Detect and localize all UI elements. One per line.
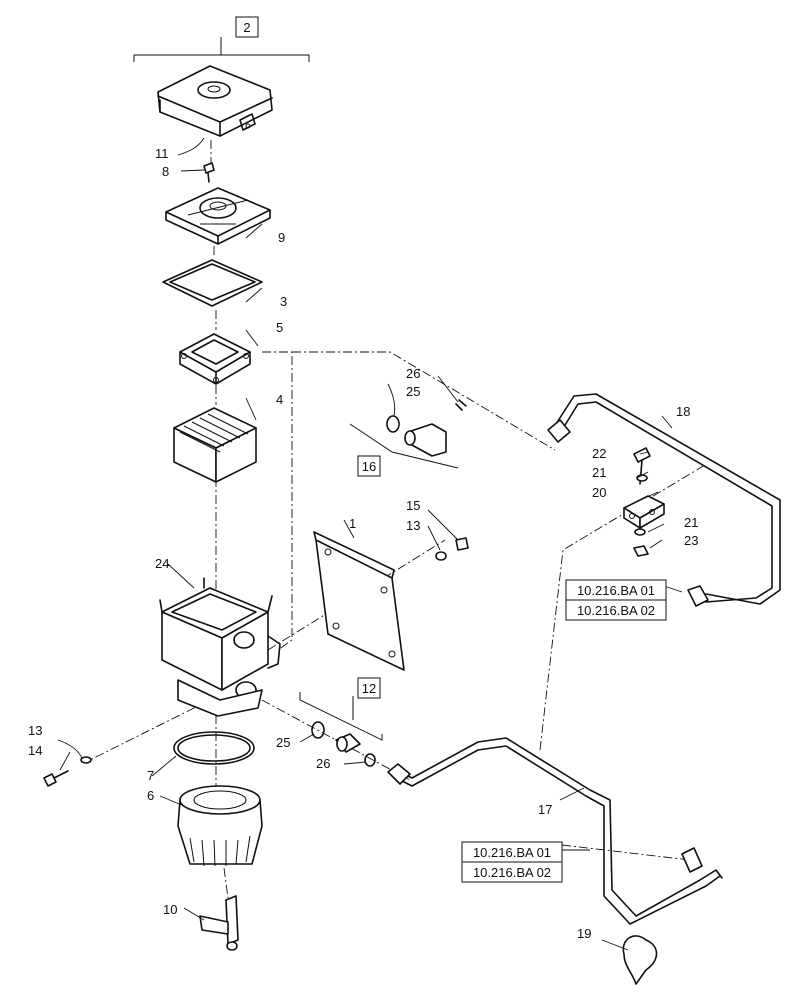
filter-frame[interactable]	[179, 333, 251, 385]
filter-head-plate[interactable]	[165, 187, 271, 245]
callout-18[interactable]: 18	[676, 404, 690, 419]
callout-24[interactable]: 24	[155, 556, 169, 571]
callout-20[interactable]: 20	[592, 485, 606, 500]
assembly-bracket-2	[133, 37, 310, 62]
reference-upper-line-1[interactable]: 10.216.BA 01	[577, 583, 655, 598]
mounting-bracket[interactable]	[313, 531, 405, 671]
callout-1[interactable]: 1	[349, 516, 356, 531]
callout-21-lower[interactable]: 21	[684, 515, 698, 530]
retaining-clip-lower[interactable]	[364, 753, 376, 767]
bolt-right[interactable]	[455, 537, 469, 551]
group-12-box[interactable]: 12	[357, 677, 381, 699]
clamp-nut[interactable]	[633, 545, 649, 557]
callout-8[interactable]: 8	[162, 164, 169, 179]
group-2-box[interactable]: 2	[235, 16, 259, 38]
protective-cap[interactable]	[622, 935, 658, 985]
callout-25-upper[interactable]: 25	[406, 384, 420, 399]
fuel-line-lower[interactable]	[387, 737, 723, 925]
reference-box-lower[interactable]: 10.216.BA 01 10.216.BA 02	[461, 841, 563, 883]
centre-axis	[89, 140, 706, 899]
callout-4[interactable]: 4	[276, 392, 283, 407]
callout-17[interactable]: 17	[538, 802, 552, 817]
group-16-label: 16	[362, 459, 376, 474]
filter-housing[interactable]	[159, 577, 281, 717]
washer-left[interactable]	[80, 756, 92, 764]
group-12-label: 12	[362, 681, 376, 696]
reference-lower-line-1[interactable]: 10.216.BA 01	[473, 845, 551, 860]
group-2-label: 2	[243, 20, 250, 35]
callout-15[interactable]: 15	[406, 498, 420, 513]
callout-21-upper[interactable]: 21	[592, 465, 606, 480]
filter-cover[interactable]	[157, 65, 273, 137]
callout-26-upper[interactable]: 26	[406, 366, 420, 381]
callout-9[interactable]: 9	[278, 230, 285, 245]
callout-11[interactable]: 11	[155, 146, 169, 161]
washer-right[interactable]	[435, 551, 447, 561]
o-ring-upper[interactable]	[386, 415, 400, 433]
drain-valve[interactable]	[199, 895, 239, 951]
callout-25-lower[interactable]: 25	[276, 735, 290, 750]
reference-upper-line-2[interactable]: 10.216.BA 02	[577, 603, 655, 618]
group-12-outline	[299, 692, 383, 741]
pipe-clamp[interactable]	[623, 495, 665, 529]
clamp-washer-lower[interactable]	[634, 528, 646, 536]
clamp-washer-upper[interactable]	[636, 474, 648, 482]
group-16-outline	[349, 423, 459, 469]
reference-box-upper[interactable]: 10.216.BA 01 10.216.BA 02	[565, 579, 667, 621]
callout-7[interactable]: 7	[147, 768, 154, 783]
filter-gasket[interactable]	[162, 259, 263, 307]
callout-labels: 1 3 4 5 6 7 8 9 10 11 13 13 14 15 17 18 …	[28, 146, 698, 941]
filter-element[interactable]	[173, 407, 257, 483]
o-ring[interactable]	[173, 731, 255, 765]
callout-5[interactable]: 5	[276, 320, 283, 335]
elbow-fitting[interactable]	[404, 423, 447, 457]
callout-19[interactable]: 19	[577, 926, 591, 941]
callout-13-right[interactable]: 13	[406, 518, 420, 533]
reference-lower-line-2[interactable]: 10.216.BA 02	[473, 865, 551, 880]
leader-lines	[57, 137, 683, 951]
retaining-clip-upper[interactable]	[455, 399, 467, 411]
callout-3[interactable]: 3	[280, 294, 287, 309]
callout-26-lower[interactable]: 26	[316, 756, 330, 771]
filter-bowl[interactable]	[177, 785, 263, 867]
callout-10[interactable]: 10	[163, 902, 177, 917]
callout-14[interactable]: 14	[28, 743, 42, 758]
callout-22[interactable]: 22	[592, 446, 606, 461]
callout-23[interactable]: 23	[684, 533, 698, 548]
callout-6[interactable]: 6	[147, 788, 154, 803]
o-ring-lower[interactable]	[311, 721, 325, 739]
bolt-left[interactable]	[43, 770, 69, 787]
fuel-line-upper[interactable]	[547, 393, 781, 607]
group-16-box[interactable]: 16	[357, 455, 381, 477]
straight-fitting[interactable]	[335, 733, 361, 753]
screw[interactable]	[203, 162, 215, 183]
callout-13-left[interactable]: 13	[28, 723, 42, 738]
